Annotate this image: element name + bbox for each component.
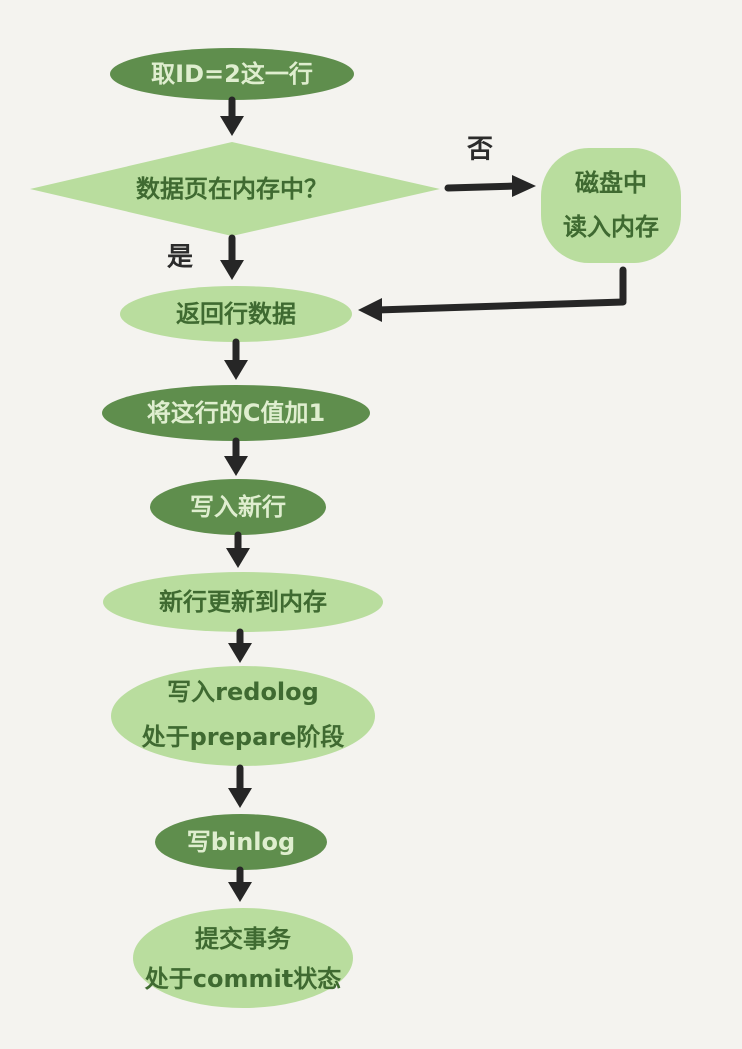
start-node-label: 取ID=2这一行: [151, 60, 313, 88]
commit-node-label-line1: 提交事务: [195, 925, 292, 953]
disk-read-node-label-line1: 磁盘中: [575, 169, 647, 197]
binlog-node-label: 写binlog: [187, 828, 295, 856]
write-row-node-shape: [150, 479, 326, 535]
start-node-shape: [110, 48, 354, 100]
disk-read-node-label-line2: 读入内存: [563, 213, 659, 241]
commit-node-label-line2: 处于commit状态: [144, 965, 341, 993]
arrow-disk-to-return: [358, 266, 627, 322]
write-row-node-label: 写入新行: [190, 493, 286, 521]
redolog-node-shape: [111, 666, 375, 766]
arrow-redolog-to-binlog: [228, 764, 252, 808]
edge-label-no: 否: [467, 135, 493, 165]
redolog-node-label-line1: 写入redolog: [167, 678, 319, 706]
disk-read-node-shape: [541, 148, 681, 263]
binlog-node-shape: [155, 814, 327, 870]
arrow-memory-to-redolog: [228, 628, 252, 663]
return-row-node-label: 返回行数据: [176, 300, 296, 328]
arrow-write-to-memory: [226, 531, 250, 568]
edge-label-yes: 是: [167, 243, 193, 273]
decision-node-label: 数据页在内存中？: [136, 175, 328, 203]
arrow-return-to-increment: [224, 338, 248, 380]
update-memory-node-label: 新行更新到内存: [159, 588, 327, 616]
return-row-node-shape: [120, 286, 352, 342]
increment-node-shape: [102, 385, 370, 441]
increment-node-label: 将这行的C值加1: [147, 399, 325, 427]
arrow-binlog-to-commit: [228, 866, 252, 902]
arrow-increment-to-write: [224, 437, 248, 476]
update-memory-node-shape: [103, 572, 383, 632]
redolog-node-label-line2: 处于prepare阶段: [141, 723, 345, 751]
decision-node-shape: [30, 142, 440, 236]
arrow-decision-to-return: [220, 234, 244, 280]
arrow-start-to-decision: [220, 96, 244, 136]
commit-node-shape: [133, 908, 353, 1008]
arrow-decision-to-disk: [444, 175, 536, 197]
